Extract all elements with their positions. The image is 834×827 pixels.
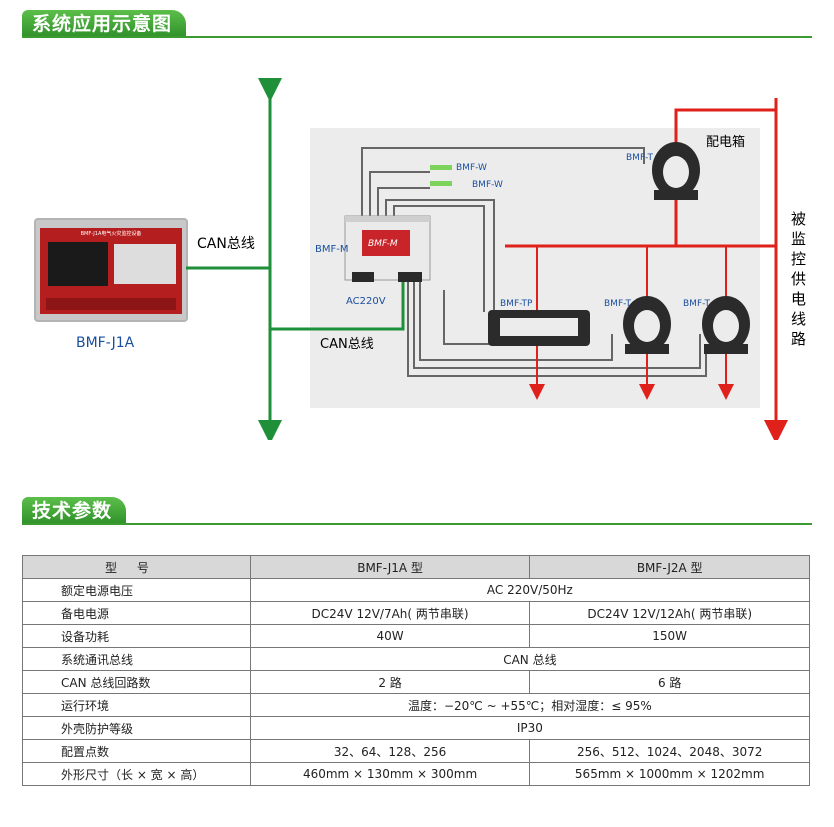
diagram-section-title: 系统应用示意图: [22, 10, 187, 38]
ac220v-label: AC220V: [346, 296, 386, 307]
bmf-t-transformer-top: [652, 142, 700, 200]
bmf-t-label-mid: BMF-T: [604, 299, 632, 309]
controller-device-image: BMF-J1A电气火灾监控设备: [34, 218, 188, 322]
svg-text:被: 被: [791, 210, 806, 228]
distribution-box-label: 配电箱: [706, 134, 745, 150]
controller-keypad: [114, 244, 176, 284]
parameter-table: 型 号 BMF-J1A 型 BMF-J2A 型 额定电源电压 AC 220V/5…: [22, 555, 811, 786]
bmf-w-label-1: BMF-W: [456, 163, 487, 173]
bmf-tp-transformer: [488, 310, 590, 346]
svg-text:电: 电: [791, 290, 806, 308]
header-rule: [22, 523, 812, 525]
bmf-m-module: [344, 215, 431, 282]
bmf-w-sensor-2: [430, 181, 452, 186]
signal-wires: [361, 147, 707, 377]
bmf-w-label-2: BMF-W: [472, 180, 503, 190]
table-row: 设备功耗 40W 150W: [22, 624, 810, 648]
bmf-t-transformer-right: [702, 296, 750, 354]
controller-screen: [48, 242, 108, 286]
controller-footer-strip: [46, 298, 176, 310]
feeder-top: [674, 108, 776, 246]
header-label: 型 号: [22, 555, 251, 579]
table-header-row: 型 号 BMF-J1A 型 BMF-J2A 型: [22, 555, 810, 579]
header-col2: BMF-J2A 型: [529, 555, 810, 579]
bmf-tp-label: BMF-TP: [500, 299, 533, 309]
table-row: 配置点数 32、64、128、256 256、512、1024、2048、307…: [22, 739, 810, 763]
svg-text:线: 线: [791, 310, 806, 328]
header-rule: [22, 36, 812, 38]
table-row: CAN 总线回路数 2 路 6 路: [22, 670, 810, 694]
table-row: 外形尺寸（长 × 宽 × 高） 460mm × 130mm × 300mm 56…: [22, 762, 810, 786]
can-bus-to-module: [270, 282, 405, 331]
bmf-t-label-right: BMF-T: [683, 299, 711, 309]
table-row: 外壳防护等级 IP30: [22, 716, 811, 740]
controller-label: BMF-J1A: [76, 335, 135, 351]
svg-text:控: 控: [791, 250, 806, 268]
module-label: BMF-M: [315, 244, 348, 255]
table-row: 额定电源电压 AC 220V/50Hz: [22, 578, 811, 602]
can-bus-label-top: CAN总线: [197, 236, 255, 252]
svg-text:供: 供: [791, 270, 806, 288]
svg-text:监: 监: [791, 230, 806, 248]
bmf-t-transformer-mid: [623, 296, 671, 354]
system-diagram: CAN总线 CAN总线 BMF-J1A BMF-M BMF-M AC220V B…: [76, 78, 806, 440]
controller-front-panel: BMF-J1A电气火灾监控设备: [40, 228, 182, 314]
bmf-w-sensor-1: [430, 165, 452, 170]
can-bus-label-bottom: CAN总线: [320, 337, 374, 352]
params-section-header: 技术参数: [22, 497, 812, 525]
module-badge: BMF-M: [368, 239, 398, 249]
svg-text:路: 路: [791, 330, 806, 348]
monitored-line-label: 被 监 控 供 电 线 路: [791, 210, 806, 348]
params-section-title: 技术参数: [22, 497, 127, 525]
table-row: 运行环境 温度：−20℃ ~ +55℃；相对湿度：≤ 95%: [22, 693, 811, 717]
table-row: 系统通讯总线 CAN 总线: [22, 647, 811, 671]
diagram-section-header: 系统应用示意图: [22, 10, 812, 38]
header-col1: BMF-J1A 型: [249, 555, 531, 579]
table-row: 备电电源 DC24V 12V/7Ah( 两节串联) DC24V 12V/12Ah…: [22, 601, 810, 625]
controller-title: BMF-J1A电气火灾监控设备: [80, 231, 142, 237]
bmf-t-label-top: BMF-T: [626, 153, 654, 163]
